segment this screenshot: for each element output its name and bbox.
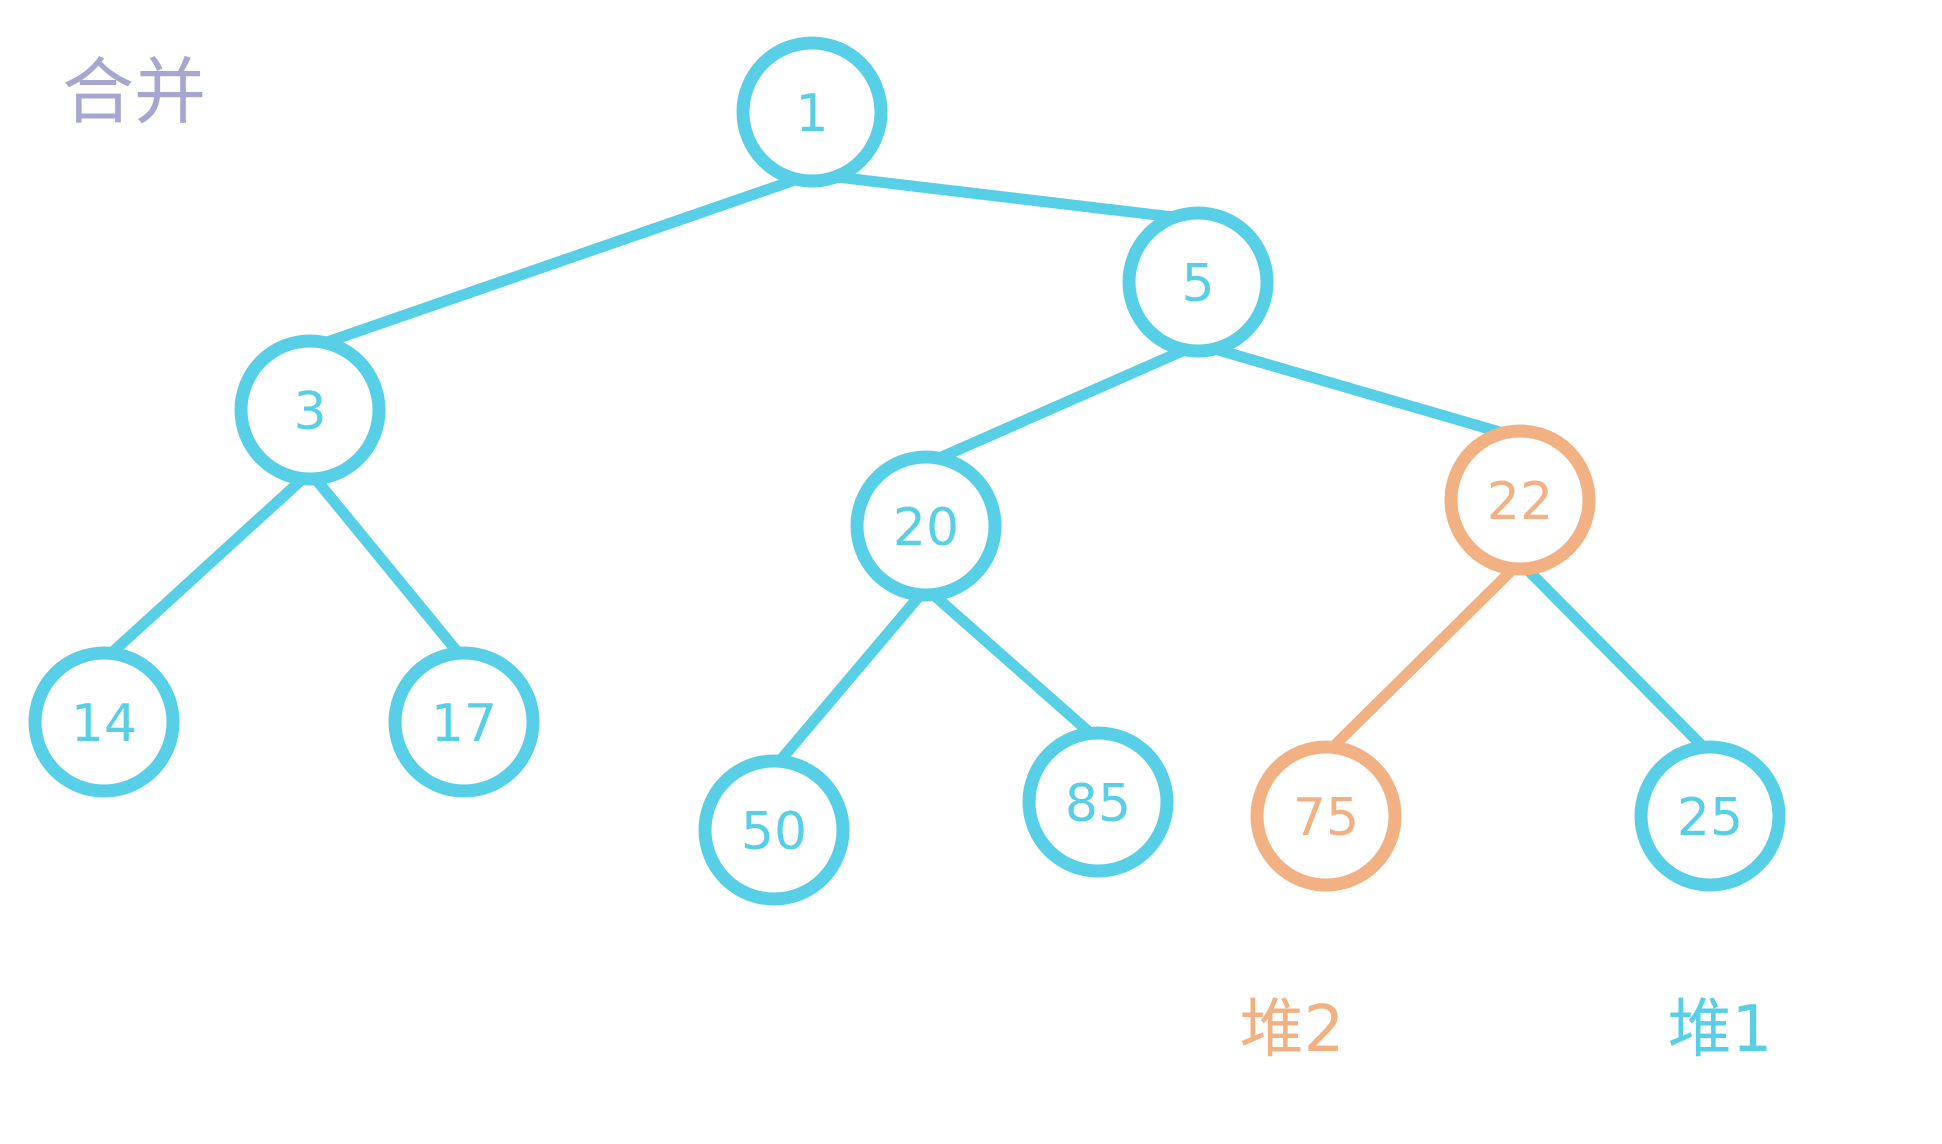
tree-node-14: 14	[28, 646, 180, 798]
node-label: 1	[795, 84, 828, 144]
captions-layer: 堆2 堆1	[1240, 993, 1773, 1067]
tree-node-85: 85	[1022, 726, 1174, 878]
edge-n1-n3	[308, 168, 814, 354]
edge-n20-n50	[769, 584, 931, 772]
tree-node-50: 50	[698, 754, 850, 906]
edge-n5-n20	[923, 339, 1201, 469]
node-label: 75	[1293, 788, 1359, 848]
edge-n5-n22	[1196, 338, 1522, 444]
node-circle	[1122, 206, 1274, 358]
node-label: 50	[741, 802, 807, 862]
tree-node-1: 1	[736, 36, 888, 188]
node-circle	[234, 334, 386, 486]
tree-node-3: 3	[234, 334, 386, 486]
tree-node-5: 5	[1122, 206, 1274, 358]
node-circle	[850, 450, 1002, 602]
node-circle	[1634, 740, 1786, 892]
nodes-layer: 1 3 5 14 17 20 22 50 85 75 25	[28, 36, 1786, 906]
edge-n20-n85	[922, 583, 1102, 745]
edge-n22-n75	[1322, 558, 1524, 758]
node-label: 17	[431, 694, 497, 754]
tree-node-22: 22	[1444, 424, 1596, 576]
edge-n1-n5	[811, 168, 1199, 226]
node-circle	[28, 646, 180, 798]
node-label: 25	[1677, 788, 1743, 848]
node-circle	[1022, 726, 1174, 878]
node-label: 14	[71, 694, 137, 754]
edge-n3-n17	[305, 468, 469, 664]
tree-node-75: 75	[1250, 740, 1402, 892]
diagram-title: 合并	[62, 50, 206, 134]
node-circle	[1250, 740, 1402, 892]
edges-layer	[100, 168, 1714, 772]
edge-n22-n25	[1516, 558, 1714, 758]
edge-n3-n14	[100, 468, 314, 664]
cap-heap1-label: 堆1	[1668, 993, 1773, 1067]
node-label: 85	[1065, 774, 1131, 834]
node-circle	[388, 646, 540, 798]
tree-node-20: 20	[850, 450, 1002, 602]
node-circle	[698, 754, 850, 906]
node-label: 20	[893, 498, 959, 558]
tree-node-17: 17	[388, 646, 540, 798]
node-label: 22	[1487, 472, 1553, 532]
node-label: 5	[1181, 254, 1214, 314]
tree-node-25: 25	[1634, 740, 1786, 892]
node-circle	[1444, 424, 1596, 576]
node-circle	[736, 36, 888, 188]
node-label: 3	[293, 382, 326, 442]
cap-heap2-label: 堆2	[1240, 993, 1345, 1067]
